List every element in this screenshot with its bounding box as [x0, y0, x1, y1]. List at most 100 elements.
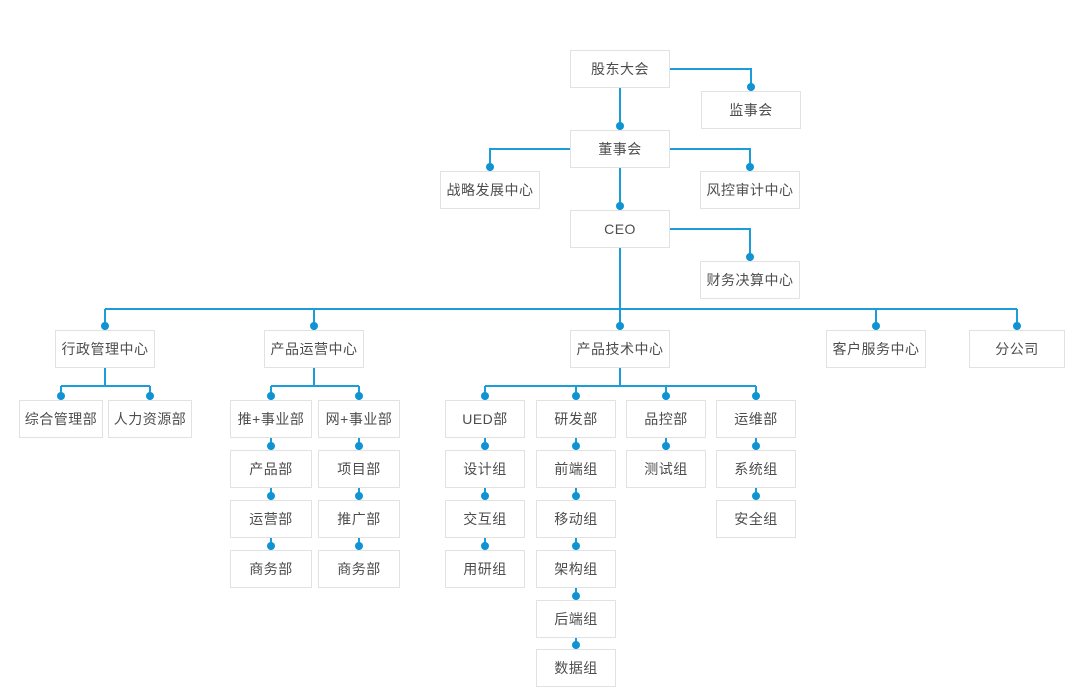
org-node-risk: 风控审计中心 — [700, 171, 800, 209]
connector-dot — [267, 392, 275, 400]
org-node-strategy: 战略发展中心 — [440, 171, 540, 209]
org-node-wang-div: 网+事业部 — [318, 400, 400, 438]
org-node-architecture-group: 架构组 — [536, 550, 616, 588]
org-node-label: 系统组 — [734, 461, 778, 477]
connector-dot — [662, 392, 670, 400]
org-node-mobile-group: 移动组 — [536, 500, 616, 538]
org-node-label: 行政管理中心 — [61, 341, 149, 357]
org-node-finance: 财务决算中心 — [700, 261, 800, 299]
org-node-user-research-group: 用研组 — [445, 550, 525, 588]
org-node-qc: 品控部 — [626, 400, 706, 438]
org-node-label: 综合管理部 — [24, 411, 98, 427]
org-node-branch: 分公司 — [969, 330, 1065, 368]
connector-dot — [746, 163, 754, 171]
org-node-design-group: 设计组 — [445, 450, 525, 488]
org-node-tui-div: 推+事业部 — [230, 400, 312, 438]
org-node-rd: 研发部 — [536, 400, 616, 438]
org-node-label: 分公司 — [995, 341, 1039, 357]
connector-dot — [486, 163, 494, 171]
org-node-label: 设计组 — [463, 461, 507, 477]
connector-dot — [752, 392, 760, 400]
org-node-project-dept: 项目部 — [318, 450, 400, 488]
org-node-backend-group: 后端组 — [536, 600, 616, 638]
connector-dot — [481, 392, 489, 400]
org-node-label: 架构组 — [554, 561, 598, 577]
org-node-label: 交互组 — [463, 511, 507, 527]
org-node-label: 安全组 — [734, 511, 778, 527]
org-node-ceo: CEO — [570, 210, 670, 248]
org-node-ued: UED部 — [445, 400, 525, 438]
connector-dot — [572, 592, 580, 600]
org-node-label: 董事会 — [598, 141, 642, 157]
org-node-label: 研发部 — [554, 411, 598, 427]
org-node-shareholders: 股东大会 — [570, 50, 670, 88]
connector-dot — [267, 492, 275, 500]
connector-dot — [572, 542, 580, 550]
org-node-system-group: 系统组 — [716, 450, 796, 488]
org-node-label: 人力资源部 — [113, 411, 187, 427]
org-node-label: 后端组 — [554, 611, 598, 627]
org-node-label: UED部 — [462, 411, 508, 427]
org-node-business-dept-2: 商务部 — [318, 550, 400, 588]
org-node-label: 测试组 — [644, 461, 688, 477]
connector-dot — [572, 492, 580, 500]
connector-dot — [57, 392, 65, 400]
org-node-label: 财务决算中心 — [706, 272, 794, 288]
org-node-label: 品控部 — [644, 411, 688, 427]
connector-dot — [355, 392, 363, 400]
org-node-operations-dept: 运营部 — [230, 500, 312, 538]
connector-dot — [146, 392, 154, 400]
connector-dot — [572, 392, 580, 400]
connector-dot — [481, 542, 489, 550]
org-node-product-dept: 产品部 — [230, 450, 312, 488]
org-node-label: 前端组 — [554, 461, 598, 477]
connector-dot — [481, 442, 489, 450]
connector-dot — [572, 641, 580, 649]
org-node-label: CEO — [604, 221, 636, 237]
org-node-label: 产品部 — [249, 461, 293, 477]
connector-dot — [481, 492, 489, 500]
org-node-label: 网+事业部 — [325, 411, 393, 427]
connector-dot — [572, 442, 580, 450]
connector-line — [489, 148, 570, 171]
org-node-label: 商务部 — [337, 561, 381, 577]
org-node-data-group: 数据组 — [536, 649, 616, 687]
org-node-admin: 行政管理中心 — [55, 330, 155, 368]
connector-dot — [101, 322, 109, 330]
org-node-interaction-group: 交互组 — [445, 500, 525, 538]
connector-dot — [355, 492, 363, 500]
org-node-board: 董事会 — [570, 130, 670, 168]
connector-dot — [310, 322, 318, 330]
org-node-product-tech: 产品技术中心 — [570, 330, 670, 368]
org-node-testing-group: 测试组 — [626, 450, 706, 488]
connector-dot — [616, 322, 624, 330]
org-node-label: 用研组 — [463, 561, 507, 577]
connector-line — [670, 148, 751, 171]
org-node-label: 数据组 — [554, 660, 598, 676]
org-node-label: 产品运营中心 — [270, 341, 358, 357]
org-node-label: 推+事业部 — [237, 411, 305, 427]
connector-line — [670, 228, 751, 261]
connector-dot — [616, 202, 624, 210]
org-node-label: 风控审计中心 — [706, 182, 794, 198]
org-node-label: 运维部 — [734, 411, 778, 427]
connector-dot — [746, 253, 754, 261]
org-node-frontend-group: 前端组 — [536, 450, 616, 488]
connector-dot — [267, 442, 275, 450]
org-node-label: 产品技术中心 — [576, 341, 664, 357]
org-node-label: 股东大会 — [591, 61, 649, 77]
connector-dot — [747, 83, 755, 91]
org-node-label: 项目部 — [337, 461, 381, 477]
connector-dot — [752, 492, 760, 500]
org-node-business-dept-1: 商务部 — [230, 550, 312, 588]
connector-dot — [616, 122, 624, 130]
org-node-supervisory: 监事会 — [701, 91, 801, 129]
connector-line — [670, 68, 752, 91]
connector-dot — [1013, 322, 1021, 330]
org-node-label: 商务部 — [249, 561, 293, 577]
org-node-general-mgmt: 综合管理部 — [19, 400, 103, 438]
org-node-customer-service: 客户服务中心 — [826, 330, 926, 368]
org-node-label: 运营部 — [249, 511, 293, 527]
